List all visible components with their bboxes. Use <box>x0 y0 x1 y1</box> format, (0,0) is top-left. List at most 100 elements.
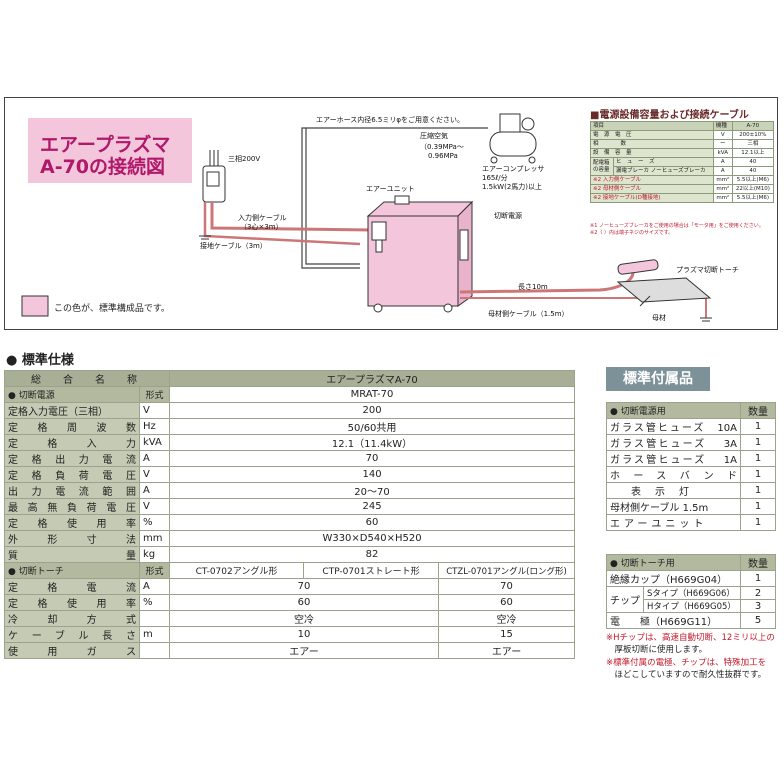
spec-row-value: エアー <box>437 642 576 659</box>
spec-heading-text: 標準仕様 <box>21 353 74 368</box>
legend-text: この色が、標準構成品です。 <box>54 304 170 314</box>
length-label: 長さ10m <box>518 283 548 291</box>
bullet-icon: ● <box>8 391 19 401</box>
spec-row-label: 定格入力 <box>4 434 140 451</box>
acc-item-qty: 1 <box>740 570 776 587</box>
pt-row-label: ヒ ュ ー ズ <box>613 157 714 167</box>
input-cable-label-1: 入力側ケーブル <box>238 214 287 222</box>
spec-row-value: 20〜70 <box>168 482 576 499</box>
pt-row-unit: V <box>712 130 733 140</box>
spec-row-label: 定格電流 <box>4 578 140 595</box>
spec-row-unit: % <box>139 514 170 531</box>
spec-row-value: 空冷 <box>169 610 439 627</box>
pt-header-model: A-70 <box>731 121 775 131</box>
spec-row-unit: V <box>139 466 170 483</box>
pt-breaker-group: 配電箱の容量 <box>590 157 614 176</box>
torch-model: CTZL-0701アングル(ロング形) <box>437 562 576 579</box>
compressor-icon <box>489 113 537 164</box>
spec-row-label: 最高無負荷電圧 <box>4 498 140 515</box>
pt-row-unit: mm² <box>712 175 733 185</box>
spec-row-value: 12.1（11.4kW） <box>168 434 576 451</box>
acc-item-qty: 2 <box>740 586 776 600</box>
acc-note: 厚板切断に使用します。 <box>606 645 708 655</box>
torch-model: CTP-0701ストレート形 <box>303 562 439 579</box>
pressure-label-1: （0.39MPa〜 <box>420 143 464 151</box>
pt-row-value: 22以上(M10) <box>731 184 775 194</box>
cutting-power-label: 切断電源 <box>494 212 522 220</box>
bullet-icon: ● <box>6 353 22 368</box>
torch-model: CT-0702アングル形 <box>169 562 304 579</box>
spec-row-value: 82 <box>168 546 576 563</box>
spec-row-unit: A <box>139 482 170 499</box>
acc-power-section: ● 切断電源用 <box>606 402 741 419</box>
compressor-label-1: エアーコンプレッサ <box>482 165 545 173</box>
spec-row-label: 定格入力電圧（三相） <box>4 402 140 419</box>
legend-swatch <box>21 295 49 317</box>
spec-row-unit: % <box>139 594 170 611</box>
diagram-title-line1: エアープラズマ <box>40 134 171 156</box>
spec-row-unit: A <box>139 578 170 595</box>
pt-row-label: 設 備 容 量 <box>590 148 714 158</box>
pt-row-unit: A <box>712 157 733 167</box>
bullet-icon: ● <box>8 567 19 577</box>
acc-item-name: Hタイプ（H669G05） <box>643 599 741 613</box>
diagram-title-box <box>28 118 192 183</box>
base-metal-label: 母材 <box>652 314 666 322</box>
acc-item-name: ホースバンド <box>606 466 741 483</box>
spec-row-value: 60 <box>169 594 439 611</box>
acc-item-name: ガラス管ヒューズ 3A <box>606 434 741 451</box>
pt-note-2: ※2（ ）内は端子ネジのサイズです。 <box>590 230 674 236</box>
pt-row-value: 5.5以上(M6) <box>731 193 775 203</box>
spec-row-value: 70 <box>437 578 576 595</box>
pt-row-label: 漏電ブレーカ ノーヒューズブレーカ <box>613 166 714 176</box>
pt-row-unit: mm² <box>712 193 733 203</box>
spec-row-unit <box>139 642 170 659</box>
spec-row-value: 200 <box>168 402 576 419</box>
spec-torch-section: ● 切断トーチ <box>4 562 140 579</box>
spec-row-unit: A <box>139 450 170 467</box>
acc-item-qty: 1 <box>740 514 776 531</box>
accessories-heading-box: 標準付属品 <box>606 367 710 391</box>
acc-item-name: 電 極（H669G11） <box>606 612 741 629</box>
bullet-icon: ● <box>610 559 621 569</box>
accessories-heading: 標準付属品 <box>623 371 693 387</box>
spec-row-value: 70 <box>169 578 439 595</box>
compressor-label-3: 1.5kW(2馬力)以上 <box>482 183 543 191</box>
compressor-label-2: 165ℓ/分 <box>482 174 508 182</box>
ground-cable-label: 接地ケーブル（3m） <box>200 242 267 250</box>
acc-item-name: 表示灯 <box>606 482 741 499</box>
acc-item-name: ガラス管ヒューズ 10A <box>606 418 741 435</box>
spec-header-label: 総 合 名 称 <box>4 370 170 387</box>
acc-note: ほどこしていますので耐久性抜群です。 <box>606 670 767 680</box>
pt-header-item: 項目 <box>590 121 714 131</box>
spec-row-label: 定格使用率 <box>4 594 140 611</box>
spec-row-label: 定格出力電流 <box>4 450 140 467</box>
spec-row-unit: mm <box>139 530 170 547</box>
spec-header-value: エアープラズマA-70 <box>168 370 576 387</box>
pt-row-label: ※2 接地ケーブル(D種接地) <box>590 193 714 203</box>
three-phase-label: 三相200V <box>228 155 261 163</box>
pt-row-unit: A <box>712 166 733 176</box>
air-hose-label: エアーホース内径6.5ミリφをご用意ください。 <box>316 116 464 124</box>
pt-row-label: ※2 入力側ケーブル <box>590 175 714 185</box>
acc-item-qty: 1 <box>740 482 776 499</box>
acc-item-qty: 1 <box>740 434 776 451</box>
acc-item-name: 絶縁カップ（H669G04） <box>606 570 741 587</box>
spec-row-value: エアー <box>169 642 439 659</box>
acc-item-name: エアーユニット <box>606 514 741 531</box>
spec-row-value: 15 <box>437 626 576 643</box>
acc-item-name: Sタイプ（H669G06） <box>643 586 741 600</box>
pt-row-unit: ー <box>712 139 733 149</box>
acc-item-name: 母材側ケーブル 1.5m <box>606 498 741 515</box>
spec-row-label: 外形寸法 <box>4 530 140 547</box>
compressed-air-label: 圧縮空気 <box>420 132 448 140</box>
acc-item-qty: 1 <box>740 498 776 515</box>
acc-item-qty: 1 <box>740 466 776 483</box>
spec-torch-unit: 形式 <box>139 562 170 579</box>
plasma-torch-label: プラズマ切断トーチ <box>676 266 739 274</box>
spec-row-value: 140 <box>168 466 576 483</box>
acc-tip-label: チップ <box>606 586 644 613</box>
pt-row-value: 40 <box>731 157 775 167</box>
spec-row-value: 70 <box>168 450 576 467</box>
